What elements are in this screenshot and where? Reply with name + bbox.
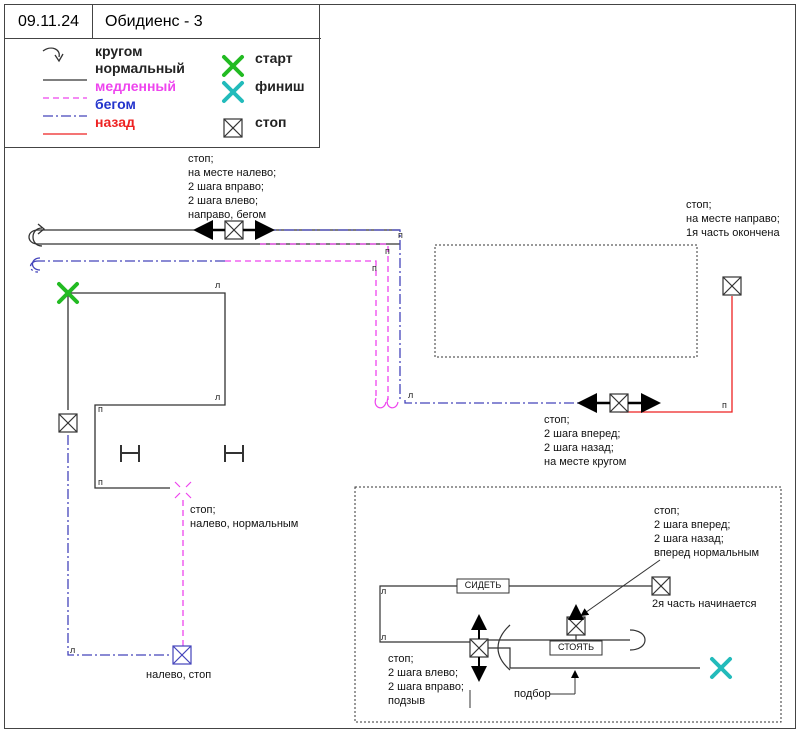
finish-marker	[710, 657, 732, 679]
slow-turn-icon	[374, 397, 399, 409]
hurdle-icon	[120, 445, 140, 462]
stand-box	[549, 640, 603, 656]
stop-box-mid	[609, 393, 629, 413]
stop-box-bottom	[172, 645, 192, 665]
note-left-stop: стоп;налево, нормальным	[190, 504, 299, 530]
turn-marker: л	[381, 632, 387, 642]
legend-circle-icon	[42, 47, 64, 63]
inset-stop-right	[651, 576, 671, 596]
note-inset-stop: стоп;2 шага вперед;2 шага назад;вперед н…	[654, 505, 760, 559]
legend-finish-icon	[222, 81, 244, 103]
legend-run-label: бегом	[95, 96, 136, 112]
inset-arrows	[471, 604, 584, 682]
turn-marker: п	[98, 477, 103, 487]
turn-around-icon	[32, 223, 46, 247]
legend-start-icon	[222, 55, 244, 77]
hurdle-icon	[224, 445, 244, 462]
sit-box	[456, 578, 510, 594]
header-title: Обидиенс - 3	[105, 13, 203, 30]
turn-marker: п	[385, 246, 390, 256]
turn-marker: п	[372, 263, 377, 273]
stop-box-left	[58, 413, 78, 433]
stop-box-right	[722, 276, 742, 296]
turn-marker: п	[98, 404, 103, 414]
turn-around-icon-run	[31, 257, 41, 271]
note-inset-left-stop: стоп;2 шага влево;2 шага вправо;подзыв	[388, 653, 464, 707]
turn-marker: л	[70, 645, 76, 655]
back-path	[620, 296, 733, 413]
header-panel: 09.11.24 Обидиенс - 3 кругом нормальный …	[4, 4, 321, 148]
note-mid-stop: стоп;2 шага вперед;2 шага назад;на месте…	[544, 414, 627, 468]
note-bottom-stop: налево, стоп	[146, 669, 212, 681]
stop-box-top	[224, 220, 244, 240]
inset-stop-left	[469, 638, 489, 658]
turn-marker: п	[722, 400, 727, 410]
note-inset-pickup: подбор	[514, 688, 551, 700]
expand-icon	[174, 481, 192, 499]
diagram-frame	[4, 4, 796, 729]
legend-stop-icon	[223, 118, 243, 138]
legend-graphics	[42, 47, 244, 138]
turn-marker: л	[381, 586, 387, 596]
legend-stop-label: стоп	[255, 114, 287, 130]
stand-label: СТОЯТЬ	[558, 642, 594, 652]
legend-normal-label: нормальный	[95, 60, 185, 76]
legend-finish-label: финиш	[255, 78, 305, 94]
legend-back-label: назад	[95, 114, 135, 130]
inset-pointers	[469, 559, 661, 708]
legend-start-label: старт	[255, 50, 293, 66]
obstacle-area	[434, 244, 698, 358]
turn-marker: л	[215, 280, 221, 290]
note-right-stop: стоп;на месте направо;1я часть окончена	[686, 199, 780, 239]
inset-stop-mid	[566, 616, 586, 636]
turn-marker: л	[215, 392, 221, 402]
header-row: 09.11.24 Обидиенс - 3	[5, 5, 321, 39]
note-inset-second: 2я часть начинается	[652, 598, 757, 610]
normal-path	[28, 229, 400, 489]
slow-path	[182, 243, 389, 650]
run-path	[29, 229, 610, 656]
legend-circle-label: кругом	[95, 43, 143, 59]
note-top-stop: стоп;на месте налево;2 шага вправо;2 шаг…	[188, 153, 277, 221]
turn-marker: л	[408, 390, 414, 400]
sit-label: СИДЕТЬ	[464, 580, 502, 590]
legend-slow-label: медленный	[95, 78, 176, 94]
header-date: 09.11.24	[5, 5, 93, 38]
inset-area	[354, 486, 782, 723]
turn-marker: п	[398, 230, 403, 240]
start-marker	[57, 282, 79, 304]
